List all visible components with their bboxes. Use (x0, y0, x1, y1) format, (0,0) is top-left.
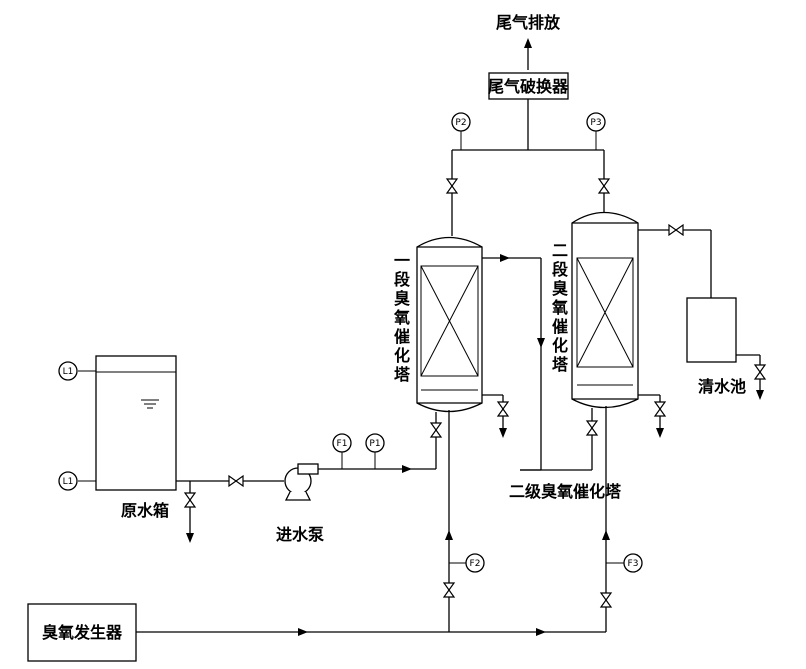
tank-drain-valve (184, 492, 196, 508)
tower1-to-tower2-pipe (482, 254, 545, 471)
pressure-gauge-p2: P2 (451, 112, 471, 132)
pump-discharge-pipe (318, 412, 437, 473)
clean-water-pool (686, 297, 764, 400)
tower-2 (571, 211, 639, 409)
p3-tag: P3 (590, 118, 601, 128)
tower2-char-7: 塔 (552, 355, 569, 374)
f1-tag: F1 (337, 439, 348, 449)
level-gauge-l1-bottom: L1 (58, 471, 78, 491)
flowmeter-f3: F3 (623, 553, 643, 573)
ozone-header-pipe (136, 628, 606, 636)
raw-water-tank (78, 355, 177, 491)
tower2-char-4: 氧 (551, 298, 568, 317)
f2-tag: F2 (470, 559, 481, 569)
tower2-outlet-valve (668, 224, 684, 236)
tower1-char-1: 一 (394, 251, 410, 270)
p2-tag: P2 (455, 118, 466, 128)
tower-2-label: 二 段 臭 氧 催 化 塔 (551, 241, 569, 374)
tower2-drain-valve (654, 401, 666, 417)
flowmeter-f2: F2 (465, 553, 485, 573)
tower1-char-2: 段 (394, 270, 411, 289)
tank-outlet-valve (228, 475, 244, 487)
tower1-inlet-valve (430, 422, 442, 438)
tower2-char-5: 催 (552, 317, 568, 336)
clean-pool-label: 清水池 (698, 377, 746, 396)
ozone-generator-label: 臭氧发生器 (42, 623, 123, 642)
tower2-bottom-label: 二级臭氧催化塔 (509, 482, 622, 501)
exhaust-header-pipe (451, 99, 605, 236)
tower2-inlet-valve (586, 420, 598, 436)
clean-pool-drain-valve (754, 364, 766, 380)
tower2-gas-valve (598, 178, 610, 194)
feed-pump-label: 进水泵 (276, 525, 324, 544)
tower1-char-5: 催 (394, 327, 410, 346)
tower-1-label: 一 段 臭 氧 催 化 塔 (393, 251, 411, 384)
ozone-valve-tower2 (600, 592, 612, 608)
tower2-char-3: 臭 (552, 279, 568, 298)
ozone-generator: 臭氧发生器 (27, 603, 137, 662)
tank-outlet-pipe (176, 480, 284, 543)
tower1-char-3: 臭 (394, 289, 410, 308)
pressure-gauge-p1: P1 (365, 433, 385, 453)
tower2-char-6: 化 (552, 336, 568, 355)
exhaust-destructor-label: 尾气破换器 (488, 77, 569, 96)
exhaust-discharge-label: 尾气排放 (496, 13, 561, 32)
f3-tag: F3 (628, 559, 639, 569)
tower2-char-1: 二 (552, 241, 568, 260)
l1-bottom-tag: L1 (63, 477, 74, 487)
raw-tank-label: 原水箱 (121, 501, 169, 520)
exhaust-destructor: 尾气破换器 (488, 72, 569, 100)
level-gauge-l1-top: L1 (58, 361, 78, 381)
tower2-char-2: 段 (552, 260, 569, 279)
tower2-bottom-line (520, 408, 593, 471)
l1-top-tag: L1 (63, 367, 74, 377)
tower1-gas-valve (446, 178, 458, 194)
ozone-line-tower1 (445, 410, 466, 632)
tower-1 (416, 236, 483, 413)
feed-pump (284, 463, 319, 501)
flowmeter-f1: F1 (332, 433, 352, 453)
exhaust-discharge-arrow (524, 38, 532, 70)
ozone-valve-tower1 (443, 582, 455, 598)
pressure-gauge-p3: P3 (586, 112, 606, 132)
tower1-drain-valve (497, 401, 509, 417)
tower1-char-6: 化 (394, 346, 410, 365)
tower1-char-7: 塔 (394, 365, 411, 384)
tower1-char-4: 氧 (393, 308, 410, 327)
p1-tag: P1 (369, 439, 380, 449)
